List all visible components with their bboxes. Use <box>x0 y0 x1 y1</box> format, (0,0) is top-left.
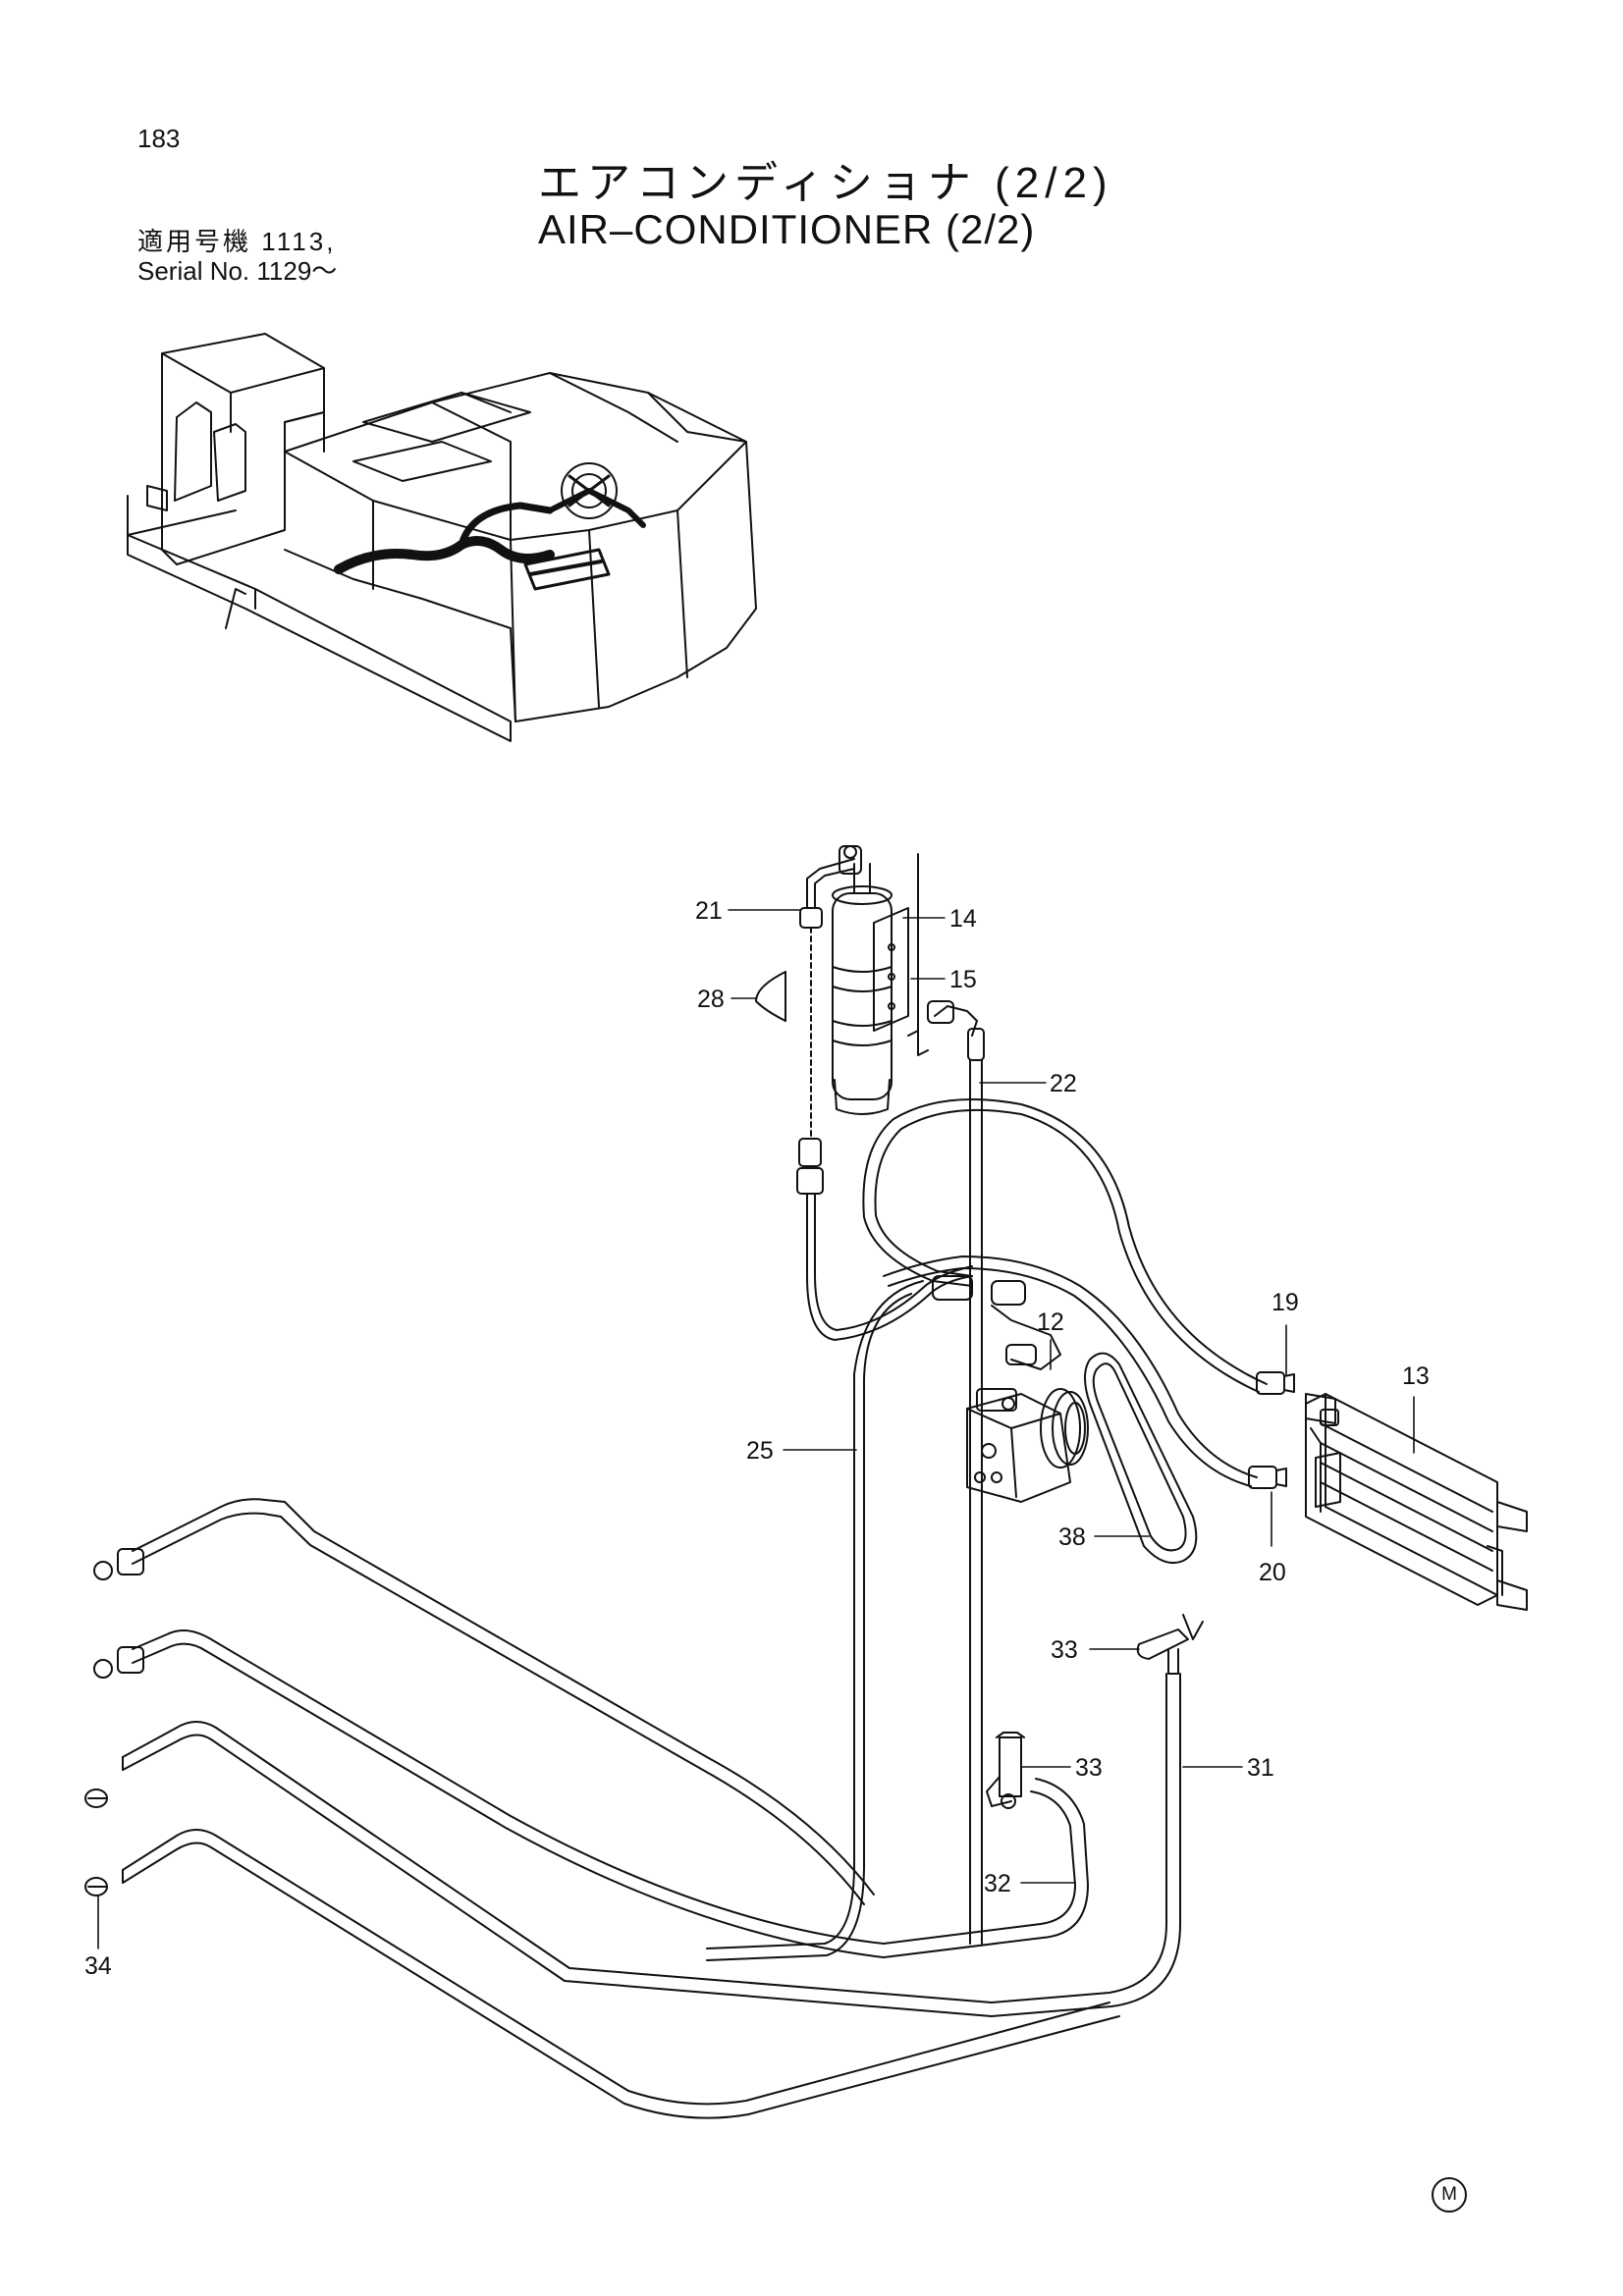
receiver-dryer-assembly <box>755 845 929 1195</box>
serial-label-english: Serial No. 1129～ <box>137 256 338 286</box>
callout-12: 12 <box>1037 1308 1064 1336</box>
machine-overview-illustration <box>127 333 757 742</box>
callout-32: 32 <box>984 1870 1011 1897</box>
page-number: 183 <box>137 124 181 153</box>
compressor-and-belt <box>966 1352 1198 1565</box>
drain-lines <box>883 1614 1204 2017</box>
callout-21: 21 <box>695 897 723 925</box>
callout-13: 13 <box>1402 1362 1430 1390</box>
callout-15: 15 <box>949 966 977 993</box>
long-lines-left <box>84 1498 1120 2119</box>
callout-33-upper: 33 <box>1051 1636 1078 1664</box>
page-title-english: AIR–CONDITIONER (2/2) <box>538 206 1036 252</box>
manufacturer-mark: M <box>1432 2177 1467 2213</box>
serial-label-japanese: 適用号機 1113, <box>137 227 337 256</box>
leader-lines <box>97 909 1415 1949</box>
refrigerant-hoses <box>706 1000 1295 1961</box>
callout-22: 22 <box>1050 1070 1077 1097</box>
callout-14: 14 <box>949 905 977 933</box>
callout-25: 25 <box>746 1437 774 1465</box>
callout-34: 34 <box>84 1952 112 1980</box>
callout-33-lower: 33 <box>1075 1754 1103 1782</box>
condenser-assembly <box>1305 1393 1528 1611</box>
callout-20: 20 <box>1259 1559 1286 1586</box>
callout-28: 28 <box>697 986 725 1013</box>
page-title-japanese: エアコンディショナ (2/2) <box>538 159 1113 207</box>
callout-19: 19 <box>1271 1289 1299 1316</box>
callout-38: 38 <box>1058 1523 1086 1551</box>
callout-31: 31 <box>1247 1754 1274 1782</box>
